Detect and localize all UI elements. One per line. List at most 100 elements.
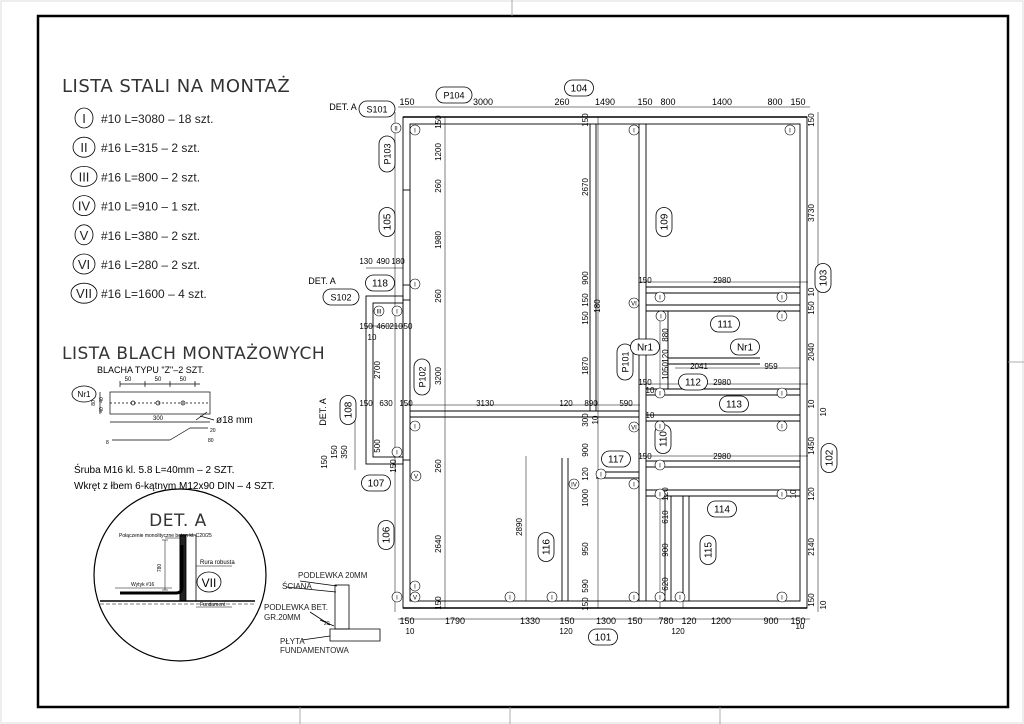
wall-tag: P101 <box>621 351 631 372</box>
detail-dim: 780 <box>157 564 163 573</box>
dim-middle: 900 <box>581 271 590 285</box>
bar-mark: I <box>781 493 783 499</box>
dim-left-small: 10 <box>368 333 377 342</box>
plate-hole: ø18 mm <box>216 415 253 426</box>
steel-mark-oval <box>74 224 94 246</box>
bar-mark: II <box>394 127 398 133</box>
bar-mark-circle <box>654 387 666 399</box>
steel-mark: VII <box>76 286 92 301</box>
dim-inner: 2980 <box>713 378 731 387</box>
bar-mark-circle <box>390 122 402 134</box>
bar-mark: I <box>679 596 681 602</box>
bar-mark: I <box>414 283 416 289</box>
dim-top: 800 <box>767 97 782 107</box>
dim-middle: 150 <box>581 113 590 127</box>
bar-mark: V <box>414 475 418 481</box>
section-dim: 20 <box>324 621 330 627</box>
dim-inner: 120 <box>661 487 670 501</box>
det-label: DET. A <box>329 102 357 112</box>
dim-bottom-small: 120 <box>559 627 573 636</box>
wall-tag: Nr1 <box>737 343 754 354</box>
bar-mark-circle <box>409 124 421 136</box>
bar-mark-circle <box>776 291 788 303</box>
wall-tag: 101 <box>595 633 612 644</box>
dim-left: 1980 <box>434 231 443 249</box>
steel-mark-oval <box>70 165 98 187</box>
bar-mark: I <box>659 296 661 302</box>
wall-tag-oval <box>719 395 749 413</box>
dim-left-small: 150 <box>320 455 329 469</box>
plate-dim-h2: 40 <box>99 407 105 413</box>
bolt-line-2: Wkręt z łbem 6-kątnym M12x90 DIN – 4 SZT… <box>74 481 275 492</box>
dim-right: 150 <box>807 593 816 607</box>
dim-middle: 150 <box>581 293 590 307</box>
steel-mark: V <box>80 228 89 243</box>
wall-tag-oval <box>630 338 660 356</box>
dim-left: 150 <box>434 115 443 129</box>
dim-bottom: 150 <box>627 616 642 626</box>
dim-bottom-small: 10 <box>796 622 805 631</box>
bar-mark-circle <box>654 488 666 500</box>
wall-tag: 116 <box>542 539 553 555</box>
dim-left-small: 150 <box>359 399 373 408</box>
dim-left-small: 890 <box>584 399 598 408</box>
bar-mark: I <box>396 596 398 602</box>
steel-item-text: #16 L=315 – 2 szt. <box>101 141 200 155</box>
dim-bottom-small: 120 <box>671 627 685 636</box>
dim-inner: 2041 <box>690 362 708 371</box>
bar-mark-circle <box>391 305 403 317</box>
bar-mark-circle <box>654 420 666 432</box>
dim-left: 150 <box>434 596 443 610</box>
wall-tag: P103 <box>383 143 393 164</box>
plate-tag-oval <box>71 385 97 403</box>
wall-tag-oval <box>378 207 396 237</box>
dim-middle: 180 <box>593 299 602 313</box>
steel-item-text: #16 L=800 – 2 szt. <box>101 170 200 184</box>
section-label-4: PŁYTA <box>280 637 305 646</box>
plan-dim-lines <box>354 106 819 620</box>
steel-mark-oval <box>72 195 96 217</box>
dim-right: 10 <box>789 489 798 498</box>
dim-middle: 150 <box>581 597 590 611</box>
dim-inner: 1050 <box>661 362 670 380</box>
dim-bottom: 780 <box>658 616 673 626</box>
dim-bottom: 120 <box>681 616 696 626</box>
section-label-3b: GR.20MM <box>264 613 301 622</box>
wall-tag-oval <box>707 500 737 518</box>
bar-mark: I <box>414 425 416 431</box>
dim-top: 150 <box>637 97 652 107</box>
wall-tag-oval <box>655 207 673 237</box>
bar-mark: I <box>396 310 398 316</box>
dim-top: 800 <box>660 97 675 107</box>
bar-mark: I <box>414 129 416 135</box>
dim-bottom: 150 <box>790 616 805 626</box>
bar-mark: I <box>781 315 783 321</box>
bar-mark-circle <box>654 291 666 303</box>
plate-tag: Nr1 <box>78 390 91 399</box>
wall-tag-oval <box>601 450 631 468</box>
detail-mark-oval <box>196 571 222 593</box>
bar-mark: I <box>551 596 553 602</box>
dim-top: 1400 <box>712 97 732 107</box>
steel-mark: I <box>82 111 86 126</box>
dim-right: 10 <box>819 600 828 609</box>
wall-tag: S102 <box>330 293 351 303</box>
wall-tag: 113 <box>726 400 742 411</box>
dim-bottom: 1330 <box>520 616 540 626</box>
det-label: DET. A <box>318 398 328 426</box>
dim-left: 2640 <box>434 535 443 553</box>
bar-mark: I <box>781 392 783 398</box>
dim-middle: 590 <box>581 579 590 593</box>
dim-right: 120 <box>807 487 816 501</box>
bar-mark: I <box>659 493 661 499</box>
plan-text: P104104S101P103105118S102108P10210710611… <box>308 79 838 646</box>
bar-mark-circle <box>504 591 516 603</box>
dim-inner: 10 <box>646 386 655 395</box>
wall-tag-oval <box>435 86 473 104</box>
plates-list: LISTA BLACH MONTAŻOWYCH BLACHA TYPU "Z"–… <box>62 343 325 492</box>
wall-tag: 109 <box>660 213 671 230</box>
dim-left-small: 2700 <box>373 361 382 379</box>
bar-mark: I <box>396 451 398 457</box>
dim-inner: 150 <box>638 276 652 285</box>
bar-mark: VI <box>631 426 637 432</box>
